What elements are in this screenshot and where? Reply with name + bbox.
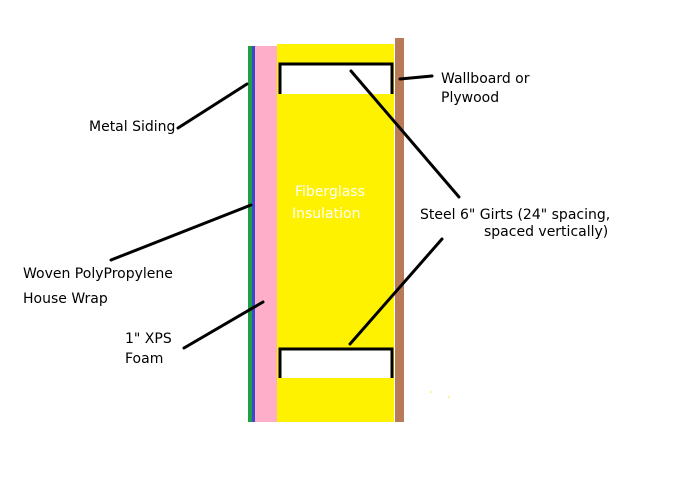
house-wrap-label-line2: House Wrap xyxy=(23,291,108,307)
wallboard-layer xyxy=(395,38,404,422)
house-wrap-label-line1: Woven PolyPropylene xyxy=(23,266,173,282)
insulation-label-line2: Insulation xyxy=(292,206,360,222)
leader-house-wrap xyxy=(109,203,253,262)
girt-bottom-web xyxy=(280,349,393,378)
speck-1 xyxy=(429,390,433,394)
speck-2 xyxy=(447,395,451,399)
xps-foam-layer xyxy=(255,46,277,422)
girt-bottom xyxy=(278,347,394,378)
girts-label-line1: Steel 6" Girts (24" spacing, xyxy=(420,207,610,223)
xps-label-line2: Foam xyxy=(125,351,163,367)
metal-siding-label: Metal Siding xyxy=(89,119,175,135)
leader-girt-top xyxy=(349,69,461,199)
leader-wallboard xyxy=(398,74,434,81)
metal-siding-layer xyxy=(248,46,252,422)
wallboard-label-line2: Plywood xyxy=(441,90,499,106)
girt-top-web xyxy=(280,64,393,94)
insulation-label-line1: Fiberglass xyxy=(295,184,365,200)
leader-metal-siding xyxy=(176,82,249,130)
girt-top xyxy=(278,62,394,94)
girt-bottom-outline xyxy=(278,347,394,378)
leader-xps-foam xyxy=(182,300,265,350)
xps-label-line1: 1" XPS xyxy=(125,331,172,347)
leader-lines xyxy=(109,69,461,350)
leader-girt-bottom xyxy=(348,237,444,346)
girt-top-outline xyxy=(278,62,394,94)
girts-label-line2: spaced vertically) xyxy=(484,224,608,240)
house-wrap-layer xyxy=(252,46,255,422)
wallboard-label-line1: Wallboard or xyxy=(441,71,530,87)
